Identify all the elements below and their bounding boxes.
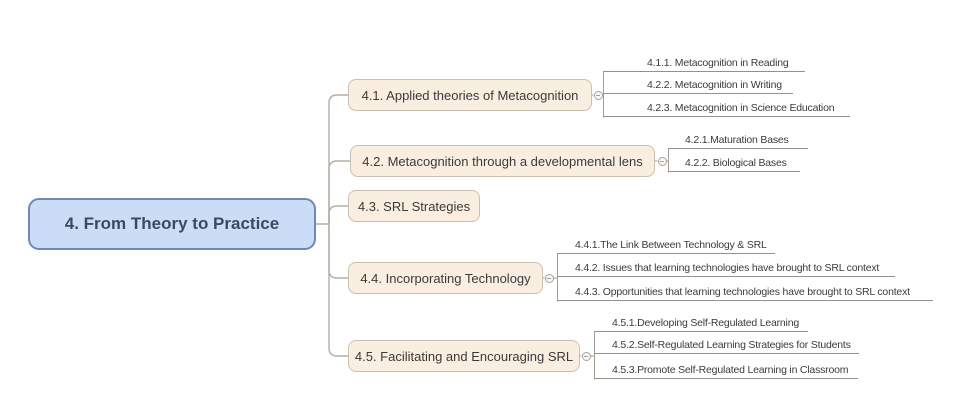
branch-node-4-5-label: 4.5. Facilitating and Encouraging SRL	[354, 348, 574, 364]
subtopic-4-5-2-label: 4.5.2.Self-Regulated Learning Strategies…	[612, 339, 851, 351]
subtopic-4-4-1[interactable]: 4.4.1.The Link Between Technology & SRL	[557, 236, 775, 254]
branch-4-1-child-connectors	[592, 71, 604, 118]
subtopic-4-2-2[interactable]: 4.2.2. Biological Bases	[668, 154, 800, 172]
branch-node-4-3-label: 4.3. SRL Strategies	[357, 198, 471, 214]
branch-4-2-child-connectors	[655, 148, 669, 173]
root-node-label: 4. From Theory to Practice	[64, 214, 280, 233]
collapse-toggle-4-4[interactable]	[544, 273, 554, 283]
subtopic-4-4-1-label: 4.4.1.The Link Between Technology & SRL	[575, 239, 767, 251]
branch-node-4-4[interactable]: 4.4. Incorporating Technology	[348, 262, 543, 294]
branch-node-4-4-label: 4.4. Incorporating Technology	[360, 270, 531, 286]
branch-4-5-child-connectors	[580, 331, 595, 380]
collapse-toggle-4-5[interactable]	[581, 351, 591, 361]
subtopic-4-1-2-label: 4.2.2. Metacognition in Writing	[647, 79, 782, 91]
branch-4-4-child-connectors	[543, 253, 558, 302]
subtopic-4-4-3-label: 4.4.3. Opportunities that learning techn…	[575, 286, 910, 298]
branch-node-4-2[interactable]: 4.2. Metacognition through a development…	[350, 145, 655, 177]
subtopic-4-2-1-label: 4.2.1.Maturation Bases	[685, 134, 789, 146]
subtopic-4-2-2-label: 4.2.2. Biological Bases	[685, 157, 787, 169]
subtopic-4-5-2[interactable]: 4.5.2.Self-Regulated Learning Strategies…	[594, 336, 859, 354]
collapse-toggle-4-2[interactable]	[657, 156, 667, 166]
subtopic-4-1-2[interactable]: 4.2.2. Metacognition in Writing	[603, 76, 793, 94]
subtopic-4-5-3[interactable]: 4.5.3.Promote Self-Regulated Learning in…	[594, 361, 858, 379]
branch-node-4-1-label: 4.1. Applied theories of Metacognition	[361, 87, 579, 103]
subtopic-4-2-1[interactable]: 4.2.1.Maturation Bases	[668, 131, 808, 149]
subtopic-4-1-3-label: 4.2.3. Metacognition in Science Educatio…	[647, 102, 835, 114]
branch-node-4-1[interactable]: 4.1. Applied theories of Metacognition	[348, 79, 592, 111]
root-node[interactable]: 4. From Theory to Practice	[28, 198, 316, 250]
subtopic-4-4-2-label: 4.4.2. Issues that learning technologies…	[575, 262, 880, 274]
subtopic-4-4-3[interactable]: 4.4.3. Opportunities that learning techn…	[557, 283, 933, 301]
branch-node-4-3[interactable]: 4.3. SRL Strategies	[348, 190, 480, 222]
subtopic-4-4-2[interactable]: 4.4.2. Issues that learning technologies…	[557, 259, 895, 277]
branch-node-4-2-label: 4.2. Metacognition through a development…	[362, 153, 643, 169]
root-branch-connectors	[315, 94, 351, 357]
subtopic-4-5-1-label: 4.5.1.Developing Self-Regulated Learning	[612, 317, 799, 329]
subtopic-4-5-1[interactable]: 4.5.1.Developing Self-Regulated Learning	[594, 314, 808, 332]
subtopic-4-5-3-label: 4.5.3.Promote Self-Regulated Learning in…	[612, 364, 849, 376]
subtopic-4-1-3[interactable]: 4.2.3. Metacognition in Science Educatio…	[603, 99, 850, 117]
collapse-toggle-4-1[interactable]	[593, 90, 603, 100]
subtopic-4-1-1[interactable]: 4.1.1. Metacognition in Reading	[603, 54, 805, 72]
branch-node-4-5[interactable]: 4.5. Facilitating and Encouraging SRL	[348, 340, 580, 372]
subtopic-4-1-1-label: 4.1.1. Metacognition in Reading	[647, 57, 789, 69]
